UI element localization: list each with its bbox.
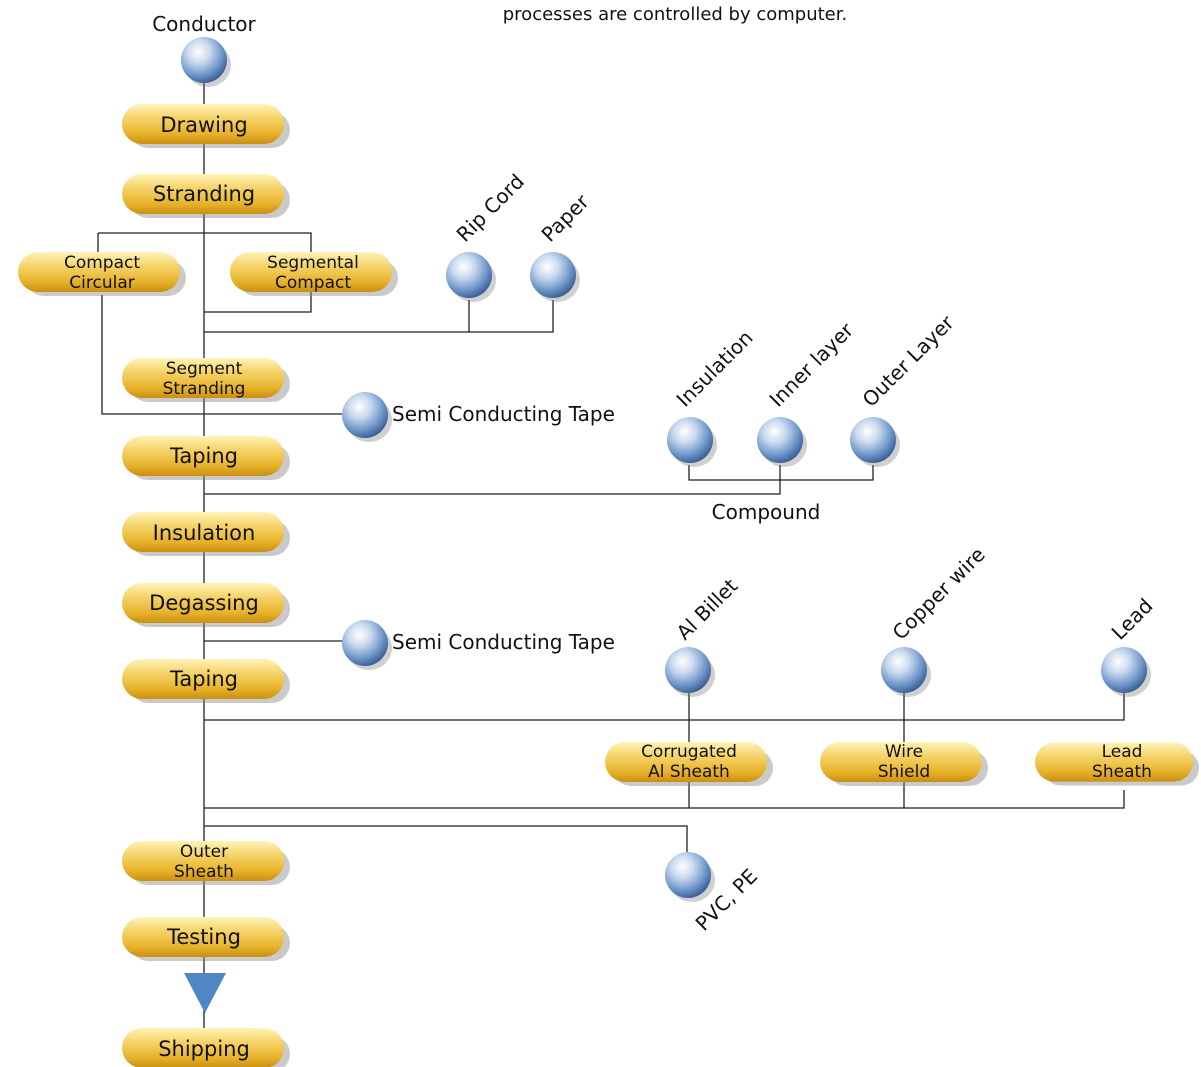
sphere-al-billet <box>665 647 715 697</box>
sphere-semi-conducting-tape-1 <box>342 392 392 442</box>
step-testing: Testing <box>122 917 290 961</box>
step-segment-stranding: Segment Stranding <box>122 358 290 402</box>
down-arrow-icon <box>184 973 226 1013</box>
label-inner-layer: Inner layer <box>765 317 859 411</box>
step-stranding-label: Stranding <box>153 182 255 206</box>
step-outer-sheath-line-1: Outer <box>180 842 228 862</box>
step-lead-sheath: Lead Sheath <box>1035 742 1200 786</box>
step-segmental-compact-line-2: Compact <box>275 273 351 293</box>
sphere-conductor <box>181 37 231 87</box>
step-insulation-label: Insulation <box>153 521 256 545</box>
label-paper: Paper <box>537 189 595 247</box>
label-semi-conducting-tape-2: Semi Conducting Tape <box>392 630 615 654</box>
step-degassing-label: Degassing <box>149 591 259 615</box>
step-stranding: Stranding <box>122 174 290 218</box>
step-compact-circular-line-1: Compact <box>64 253 140 273</box>
sphere-paper <box>530 252 580 302</box>
step-insulation: Insulation <box>122 512 290 556</box>
sphere-lead <box>1101 647 1151 697</box>
step-compact-circular: Compact Circular <box>18 252 186 296</box>
sphere-pvc-pe <box>665 852 715 902</box>
step-segmental-compact: Segmental Compact <box>230 252 398 296</box>
step-outer-sheath-line-2: Sheath <box>174 862 234 882</box>
step-degassing: Degassing <box>122 583 290 627</box>
step-taping-2: Taping <box>122 659 290 703</box>
label-semi-conducting-tape-1: Semi Conducting Tape <box>392 402 615 426</box>
step-wire-shield: Wire Shield <box>820 742 988 786</box>
sphere-rip-cord <box>446 252 496 302</box>
connector-lines <box>97 40 1125 1040</box>
step-corrugated-al-sheath: Corrugated Al Sheath <box>605 742 773 786</box>
label-lead: Lead <box>1107 594 1158 645</box>
step-shipping: Shipping <box>122 1028 290 1067</box>
step-taping-1: Taping <box>122 436 290 480</box>
step-taping-2-label: Taping <box>169 667 238 691</box>
sphere-outer-layer <box>850 417 900 467</box>
step-drawing: Drawing <box>122 104 290 148</box>
label-conductor: Conductor <box>152 12 256 36</box>
sphere-inner-layer <box>757 417 807 467</box>
step-testing-label: Testing <box>166 925 241 949</box>
step-wire-shield-line-2: Shield <box>878 762 930 782</box>
label-al-billet: Al Billet <box>672 574 743 645</box>
sphere-copper-wire <box>881 647 931 697</box>
label-insulation: Insulation <box>672 325 758 411</box>
step-wire-shield-line-1: Wire <box>885 742 923 762</box>
sphere-insulation <box>667 417 717 467</box>
step-shipping-label: Shipping <box>158 1037 250 1061</box>
label-outer-layer: Outer Layer <box>858 310 960 412</box>
step-corrugated-al-sheath-line-1: Corrugated <box>641 742 737 762</box>
step-outer-sheath: Outer Sheath <box>122 841 290 885</box>
caption-text: processes are controlled by computer. <box>503 4 847 25</box>
label-rip-cord: Rip Cord <box>452 169 529 246</box>
step-lead-sheath-line-1: Lead <box>1102 742 1143 762</box>
step-drawing-label: Drawing <box>160 113 247 137</box>
label-copper-wire: Copper wire <box>888 542 990 644</box>
step-taping-1-label: Taping <box>169 444 238 468</box>
sphere-semi-conducting-tape-2 <box>342 620 392 670</box>
step-corrugated-al-sheath-line-2: Al Sheath <box>648 762 730 782</box>
step-segment-stranding-line-1: Segment <box>166 359 243 379</box>
label-compound: Compound <box>712 500 821 524</box>
step-compact-circular-line-2: Circular <box>69 273 134 293</box>
step-segment-stranding-line-2: Stranding <box>163 379 246 399</box>
step-segmental-compact-line-1: Segmental <box>267 253 359 273</box>
step-lead-sheath-line-2: Sheath <box>1092 762 1152 782</box>
